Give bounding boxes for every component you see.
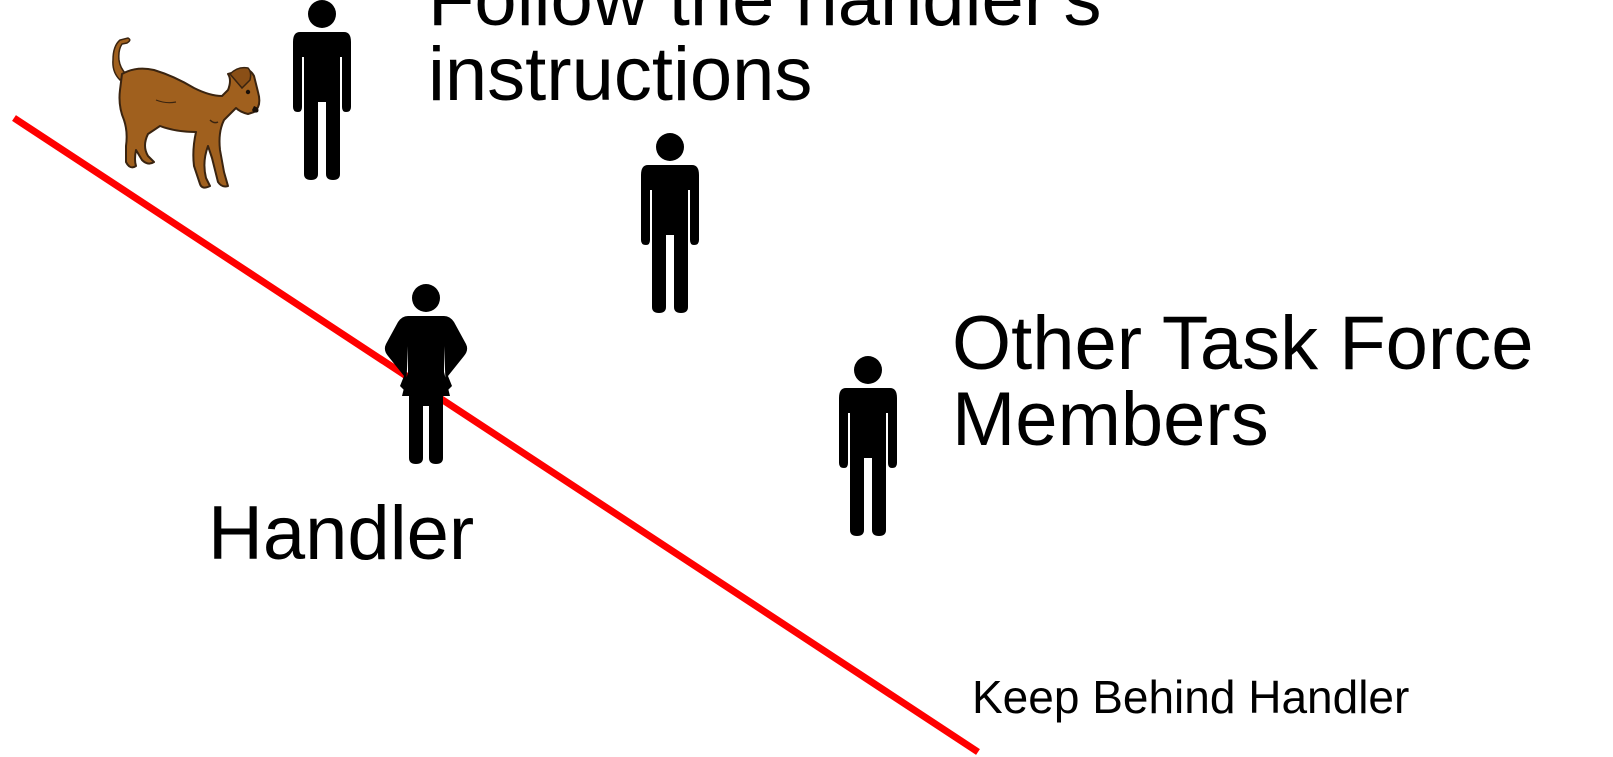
- dog-icon: [113, 38, 259, 188]
- other-members-label-line-2: Members: [952, 382, 1533, 458]
- other-members-label: Other Task Force Members: [952, 306, 1533, 458]
- keep-behind-boundary-line: [14, 118, 978, 752]
- task-force-member-person-icon: [641, 133, 699, 313]
- instructions-title: Follow the handler's instructions: [428, 0, 1102, 112]
- handler-label: Handler: [208, 496, 474, 572]
- task-force-member-person-icon: [293, 0, 351, 180]
- instructions-title-line-2: instructions: [428, 37, 1102, 112]
- keep-behind-handler-label: Keep Behind Handler: [972, 674, 1409, 720]
- other-members-label-line-1: Other Task Force: [952, 306, 1533, 382]
- task-force-member-person-icon: [839, 356, 897, 536]
